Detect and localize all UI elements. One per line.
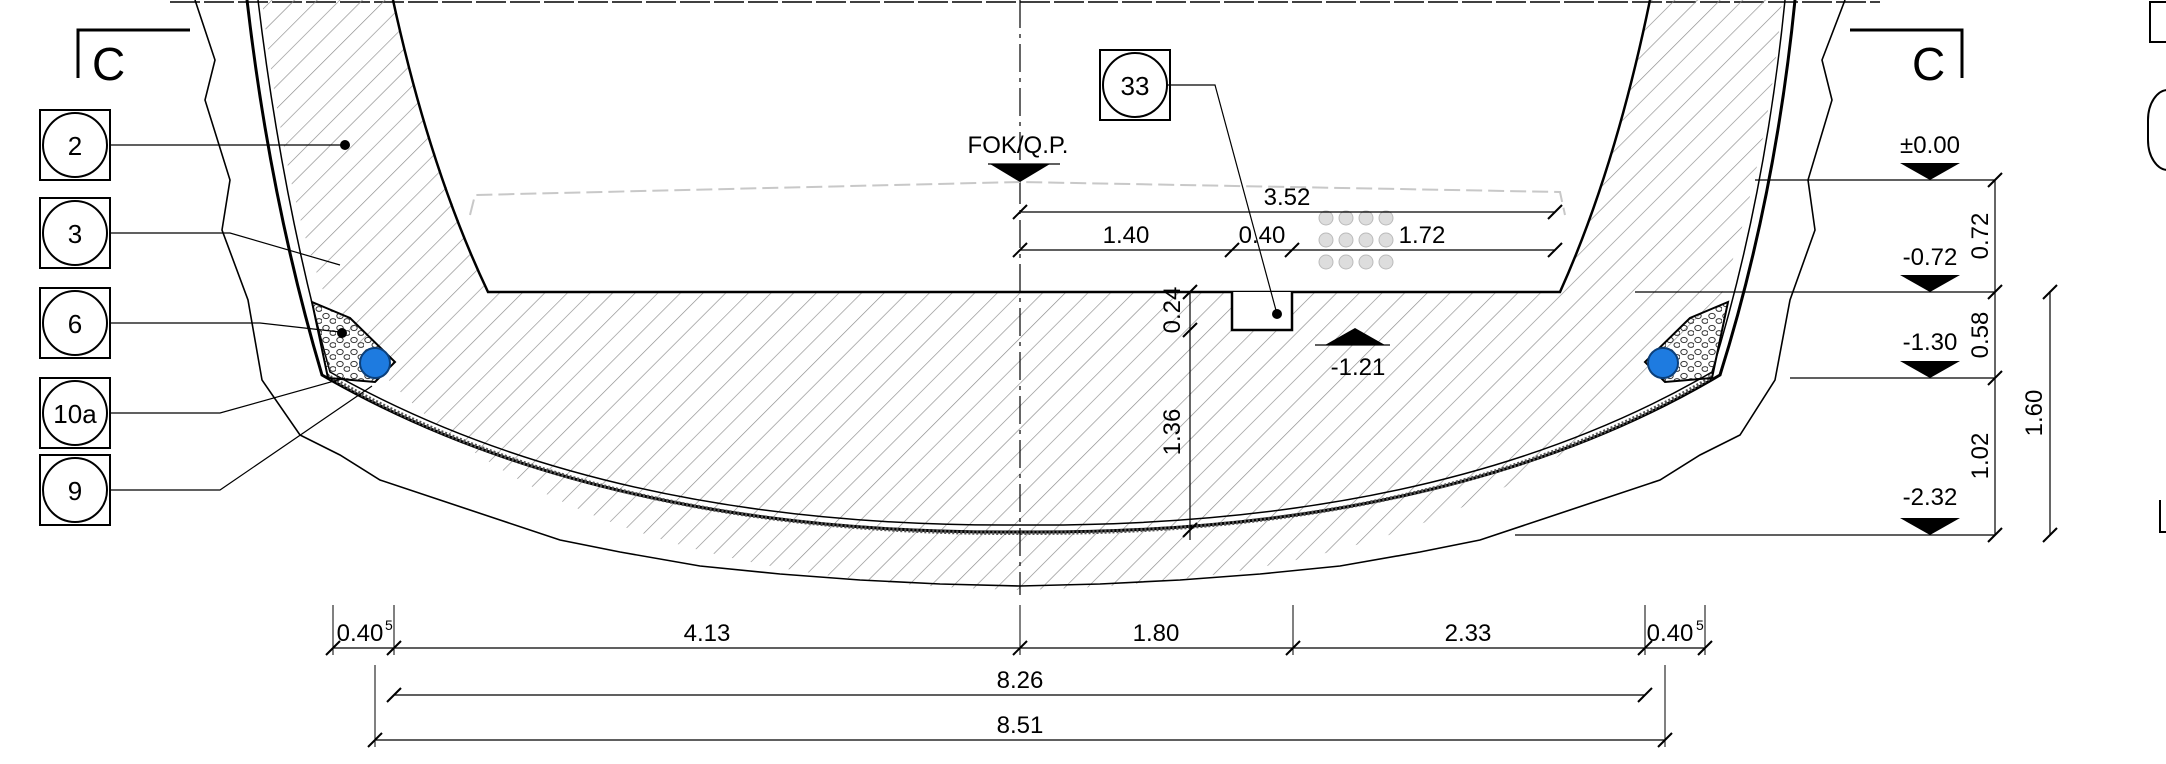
dim-bottom-row-1: 0.40 5 4.13 1.80 2.33 0.40 5 xyxy=(325,605,1713,656)
tunnel-inner-wall xyxy=(391,0,1652,294)
dim-column-right: 0.72 0.58 1.02 xyxy=(1967,172,2003,543)
svg-text:2: 2 xyxy=(68,131,82,161)
svg-text:3.52: 3.52 xyxy=(1264,184,1311,211)
section-mark-right-label: C xyxy=(1912,38,1945,90)
section-mark-right xyxy=(1850,28,1964,78)
dim-0-40-left-sup: 5 xyxy=(385,617,393,633)
ghost-cable-bundle xyxy=(1318,210,1394,270)
dim-0-40-right-sup: 5 xyxy=(1696,617,1704,633)
dim-1-60: 1.60 xyxy=(2021,284,2058,543)
svg-text:8.26: 8.26 xyxy=(997,667,1044,694)
track-level-triangle xyxy=(990,164,1050,182)
svg-text:±0.00: ±0.00 xyxy=(1900,132,1960,159)
svg-text:8.51: 8.51 xyxy=(997,712,1044,739)
svg-text:33: 33 xyxy=(1121,71,1150,101)
svg-text:9: 9 xyxy=(68,476,82,506)
callout-2: 2 xyxy=(39,109,350,181)
section-mark-left xyxy=(76,28,190,78)
svg-text:1.60: 1.60 xyxy=(2021,390,2048,437)
dim-row-1-40: 1.40 0.40 1.72 xyxy=(1012,222,1563,258)
level-minus-1-21: -1.21 xyxy=(1331,354,1386,381)
drain-pipe-left xyxy=(359,347,391,379)
track-level-label: FOK/Q.P. xyxy=(968,132,1069,159)
svg-text:3: 3 xyxy=(68,219,82,249)
dim-4-13: 4.13 xyxy=(684,620,731,647)
svg-text:1.36: 1.36 xyxy=(1159,409,1186,456)
level-minus-0-72: -0.72 xyxy=(1635,244,1995,293)
dim-0-40-right: 0.40 xyxy=(1647,620,1694,647)
level-minus-1-30: -1.30 xyxy=(1790,329,1995,379)
level-0-00: ±0.00 xyxy=(1755,132,1995,181)
callout-33: 33 xyxy=(1099,49,1278,315)
svg-text:1.72: 1.72 xyxy=(1399,222,1446,249)
dim-0-58: 0.58 xyxy=(1967,312,1994,359)
margin-frame-bottom xyxy=(2159,500,2166,533)
svg-text:-2.32: -2.32 xyxy=(1903,484,1958,511)
dim-1-02: 1.02 xyxy=(1967,433,1994,480)
dim-1-80: 1.80 xyxy=(1133,620,1180,647)
dim-0-24: 0.24 xyxy=(1159,284,1198,334)
callout-6: 6 xyxy=(39,287,347,359)
dim-8-51: 8.51 xyxy=(367,665,1673,748)
svg-text:-0.72: -0.72 xyxy=(1903,244,1958,271)
margin-frame-mid xyxy=(2147,89,2166,171)
svg-text:-1.30: -1.30 xyxy=(1903,329,1958,356)
callout-9: 9 xyxy=(39,385,373,526)
level-minus-2-32: -2.32 xyxy=(1515,484,1995,536)
invert-concrete xyxy=(262,0,1782,590)
svg-text:0.24: 0.24 xyxy=(1159,287,1186,334)
level-minus-1-21-triangle xyxy=(1325,328,1385,345)
section-mark-left-label: C xyxy=(92,38,125,90)
dim-2-33: 2.33 xyxy=(1445,620,1492,647)
svg-text:6: 6 xyxy=(68,309,82,339)
dim-1-36: 1.36 xyxy=(1159,322,1198,540)
callout-3: 3 xyxy=(39,197,341,269)
dim-0-72: 0.72 xyxy=(1967,213,1994,260)
svg-text:10a: 10a xyxy=(53,399,97,429)
margin-frame-top xyxy=(2149,1,2166,43)
ghost-track-outline xyxy=(469,180,1566,216)
channel-notch xyxy=(1230,292,1294,332)
membrane-bottom xyxy=(329,375,1714,536)
svg-text:0.40: 0.40 xyxy=(1239,222,1286,249)
dim-3-52: 3.52 xyxy=(1012,184,1563,220)
drain-pipe-right xyxy=(1647,347,1679,379)
dim-8-26: 8.26 xyxy=(386,667,1653,703)
svg-text:1.40: 1.40 xyxy=(1103,222,1150,249)
dim-0-40-left: 0.40 xyxy=(337,620,384,647)
callout-10a: 10a xyxy=(39,377,346,449)
